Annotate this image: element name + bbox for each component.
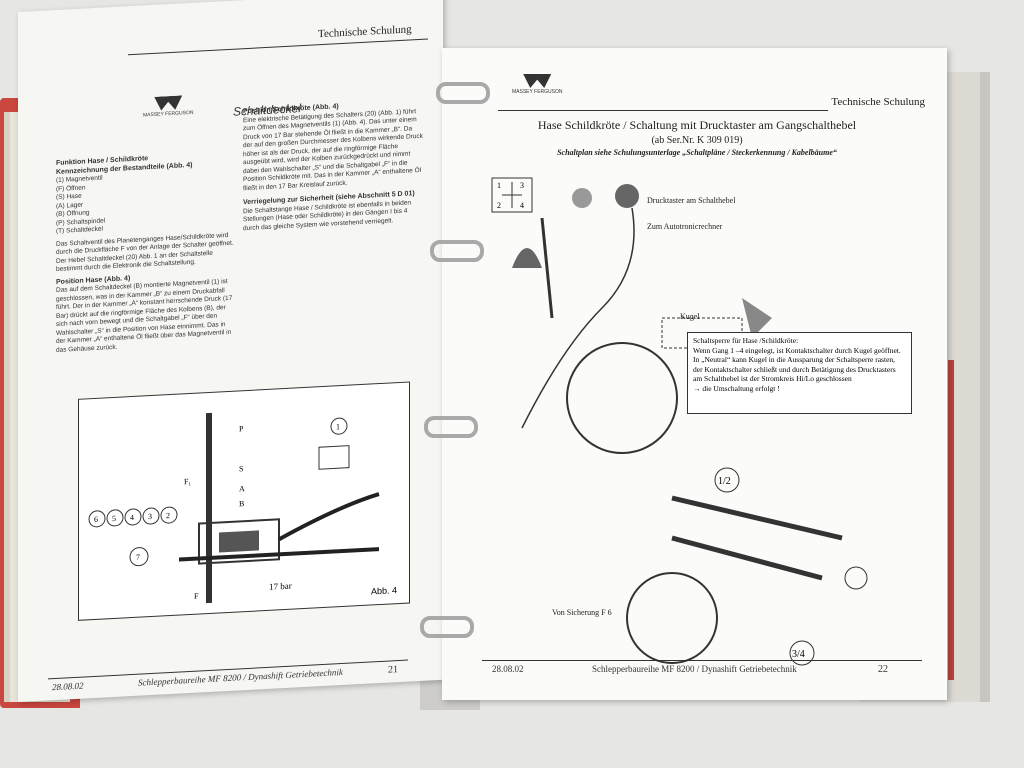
shift-rod-1-2 — [671, 495, 843, 541]
figure-caption: Abb. 4 — [370, 585, 397, 597]
figure-abb-4: P S A B F₁ F 17 bar 1 2 3 4 5 6 7 Abb. 4 — [78, 381, 410, 621]
logo-mark-icon — [154, 95, 182, 110]
label-p: P — [239, 424, 244, 433]
gear-12-circle — [714, 467, 740, 493]
shift-pos-3: 3 — [520, 181, 524, 190]
right-page: MASSEY FERGUSON Technische Schulung Hase… — [442, 48, 947, 700]
info-box: Schaltsperre für Hase /Schildkröte: Wenn… — [687, 332, 912, 414]
gear-label-12: 1/2 — [718, 476, 731, 487]
callout-2: 2 — [166, 511, 170, 520]
header-rule — [498, 110, 828, 111]
page-number: 22 — [878, 664, 888, 675]
parts-list: (1) Magnetventil(F) Öffnen(S) Hase(A) La… — [56, 168, 236, 237]
callout-circle — [330, 417, 348, 435]
label-17-bar: 17 bar — [269, 581, 292, 592]
label-autotronic: Zum Autotronicrechner — [647, 222, 723, 231]
left-page-header: Technische Schulung — [318, 23, 412, 41]
footer-date: 28.08.02 — [52, 680, 84, 693]
page-number: 21 — [388, 664, 398, 676]
callout-circle — [160, 506, 178, 524]
page-title: Hase Schildkröte / Schaltung mit Druckta… — [537, 118, 857, 132]
massey-ferguson-logo: MASSEY FERGUSON — [143, 95, 194, 119]
callout-5: 5 — [112, 514, 116, 523]
hare-tortoise-icon — [844, 566, 868, 590]
wire-harness — [521, 207, 635, 429]
shift-pattern-box — [491, 177, 533, 213]
callout-circle — [142, 507, 160, 525]
label-sicherung: Von Sicherung F 6 — [552, 608, 612, 617]
page-tab-red — [948, 360, 954, 680]
gear-label-34: 3/4 — [792, 649, 805, 660]
label-drucktaster: Drucktaster am Schalthebel — [647, 196, 736, 205]
footer-rule — [482, 660, 922, 661]
info-line-1: Schaltsperre für Hase /Schildkröte: — [693, 336, 799, 345]
label-kugel: Kugel — [680, 312, 700, 321]
gear-lever — [540, 217, 554, 319]
gear-shift-diagram: 1 3 2 4 1/2 3/4 — [491, 177, 868, 666]
callout-6: 6 — [94, 515, 98, 524]
callout-1: 1 — [336, 422, 340, 431]
push-button — [572, 188, 592, 208]
massey-ferguson-logo: MASSEY FERGUSON — [512, 74, 562, 95]
footer-text: Schlepperbaureihe MF 8200 / Dynashift Ge… — [138, 666, 343, 688]
label-f: F — [194, 592, 199, 601]
left-page: Technische Schulung MASSEY FERGUSON Scha… — [18, 0, 443, 703]
logo-text: MASSEY FERGUSON — [512, 89, 563, 95]
logo-text: MASSEY FERGUSON — [143, 109, 194, 119]
right-page-header: Technische Schulung — [831, 96, 925, 108]
shift-pos-1: 1 — [497, 181, 501, 190]
reference-note: Schaltplan siehe Schulungsunterlage „Sch… — [557, 148, 837, 157]
label-s: S — [239, 464, 243, 473]
binder-ring — [424, 416, 478, 438]
piston — [219, 530, 259, 553]
info-line-2: Wenn Gang 1 –4 eingelegt, ist Kontaktsch… — [693, 345, 901, 355]
callout-3: 3 — [148, 512, 152, 521]
footer-text: Schlepperbaureihe MF 8200 / Dynashift Ge… — [592, 664, 797, 674]
label-f1: F₁ — [184, 477, 191, 486]
intro-paragraph: Das Schaltventil des Planetenganges Hase… — [56, 231, 234, 274]
right-column: Position Schildkröte (Abb. 4) Eine elekt… — [243, 99, 423, 233]
button-switch — [615, 184, 639, 208]
shift-valve-diagram: P S A B F₁ F 17 bar 1 2 3 4 5 6 7 — [88, 412, 380, 604]
callout-4: 4 — [130, 513, 134, 522]
position-hase-text: Das auf dem Schaltdeckel (B) montierte M… — [56, 278, 233, 354]
oil-line — [179, 547, 379, 562]
info-line-4: → die Umschaltung erfolgt ! — [693, 383, 780, 393]
label-a: A — [239, 484, 245, 493]
shift-pos-4: 4 — [520, 201, 524, 210]
left-column: Funktion Hase / Schildkröte Kennzeichnun… — [56, 151, 236, 355]
gear-lever-boot — [512, 248, 542, 268]
footer-date: 28.08.02 — [492, 664, 524, 674]
callout-circle — [124, 508, 142, 526]
callout-circle — [88, 510, 106, 528]
header-rule — [128, 38, 428, 56]
gearbox-cover-upper — [566, 342, 678, 454]
solenoid-valve — [318, 445, 350, 470]
binder-ring — [436, 82, 490, 104]
shift-fork-upper — [742, 298, 772, 338]
page-subtitle: (ab Ser.Nr. K 309 019) — [651, 135, 743, 146]
info-line-3: In „Neutral“ kann Kugel in die Aussparun… — [693, 355, 896, 383]
label-b: B — [239, 499, 244, 508]
callout-circle — [129, 547, 149, 567]
gearbox-cover-lower — [626, 572, 718, 664]
oil-return-line — [278, 492, 380, 542]
logo-mark-icon — [523, 74, 552, 88]
gear-34-circle — [789, 640, 815, 666]
callout-7: 7 — [136, 553, 140, 562]
callout-circle — [106, 509, 124, 527]
binder-ring — [420, 616, 474, 638]
binder-ring — [430, 240, 484, 262]
shift-pos-2: 2 — [497, 201, 501, 210]
shift-rod-3-4 — [671, 535, 823, 581]
position-schildkroete-text: Eine elektrische Betätigung des Schalter… — [243, 107, 423, 192]
